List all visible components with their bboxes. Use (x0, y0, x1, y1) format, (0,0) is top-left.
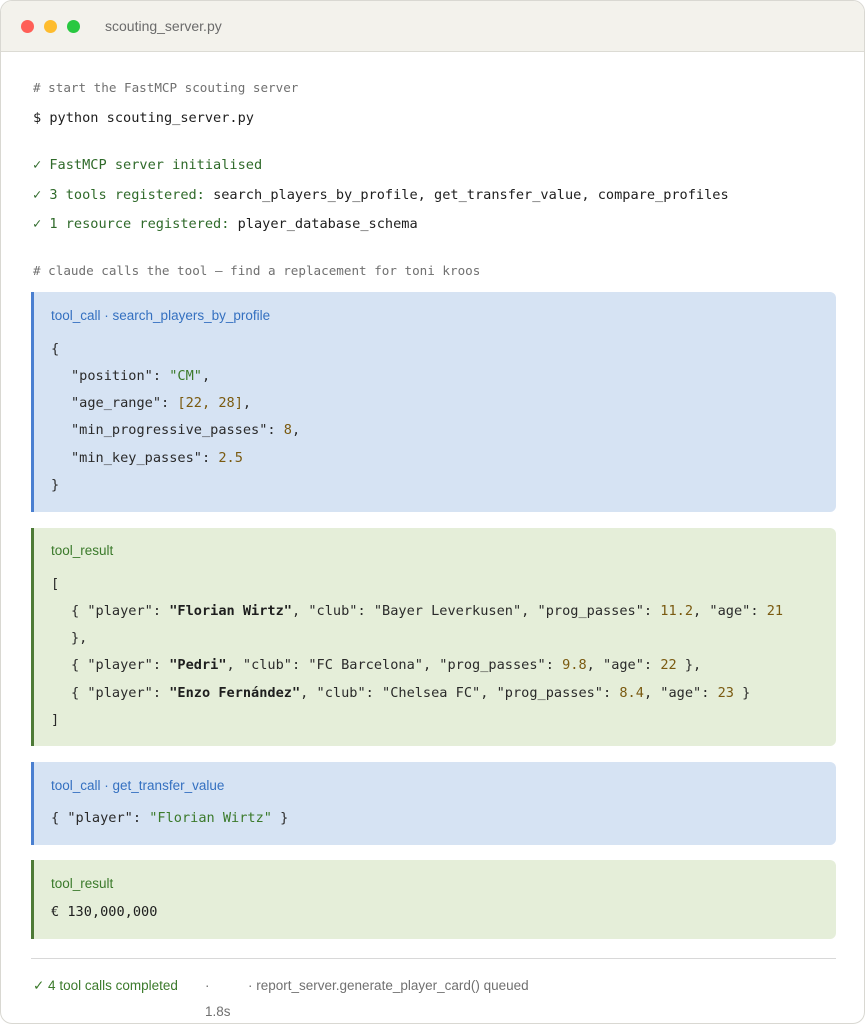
result-row-close: }, (71, 630, 88, 646)
comment-claude: # claude calls the tool — find a replace… (33, 263, 481, 278)
window-title: scouting_server.py (105, 18, 222, 34)
json-close: } (51, 477, 60, 493)
footer-queued: · report_server.generate_player_card() q… (248, 978, 529, 993)
json-close: ] (51, 712, 60, 728)
status-tools: ✓ 3 tools registered: search_players_by_… (33, 187, 729, 203)
close-button[interactable] (21, 19, 34, 33)
divider (31, 958, 836, 959)
json-line-position: "position": "CM", (71, 368, 211, 384)
result-row: { "player": "Florian Wirtz", "club": "Ba… (71, 603, 784, 619)
tool-result-label: tool_result (51, 543, 114, 558)
comment-start: # start the FastMCP scouting server (33, 80, 299, 95)
tool-call-block-search: tool_call · search_players_by_profile { … (31, 292, 836, 512)
json-open: [ (51, 576, 60, 592)
footer-time: 1.8s (205, 1004, 231, 1019)
maximize-button[interactable] (67, 19, 80, 33)
tool-call-block-transfer: tool_call · get_transfer_value { "player… (31, 762, 836, 845)
tool-result-block-value: tool_result € 130,000,000 (31, 860, 836, 939)
json-line-age-range: "age_range": [22, 28], (71, 395, 252, 411)
transfer-value: € 130,000,000 (51, 904, 158, 920)
result-row: { "player": "Pedri", "club": "FC Barcelo… (71, 657, 702, 673)
title-bar: scouting_server.py (1, 1, 864, 52)
status-tools-list: search_players_by_profile, get_transfer_… (213, 187, 729, 203)
tool-call-label: tool_call · search_players_by_profile (51, 308, 271, 323)
result-row: { "player": "Enzo Fernández", "club": "C… (71, 685, 751, 701)
command-line: $ python scouting_server.py (33, 110, 254, 126)
tool-result-label: tool_result (51, 876, 114, 891)
json-open: { (51, 341, 60, 357)
status-initialised: ✓ FastMCP server initialised (33, 157, 263, 173)
tool-result-block-players: tool_result [ { "player": "Florian Wirtz… (31, 528, 836, 746)
status-tools-prefix: ✓ 3 tools registered: (33, 187, 214, 203)
json-args: { "player": "Florian Wirtz" } (51, 810, 289, 826)
footer-separator: · (205, 978, 210, 993)
json-line-min-prog: "min_progressive_passes": 8, (71, 422, 301, 438)
minimize-button[interactable] (44, 19, 57, 33)
json-line-min-key: "min_key_passes": 2.5 (71, 450, 243, 466)
footer-status: ✓ 4 tool calls completed (33, 978, 178, 993)
status-resource-prefix: ✓ 1 resource registered: (33, 216, 238, 232)
tool-call-label: tool_call · get_transfer_value (51, 778, 225, 793)
status-resource-value: player_database_schema (237, 216, 418, 232)
status-resource: ✓ 1 resource registered: player_database… (33, 216, 418, 232)
